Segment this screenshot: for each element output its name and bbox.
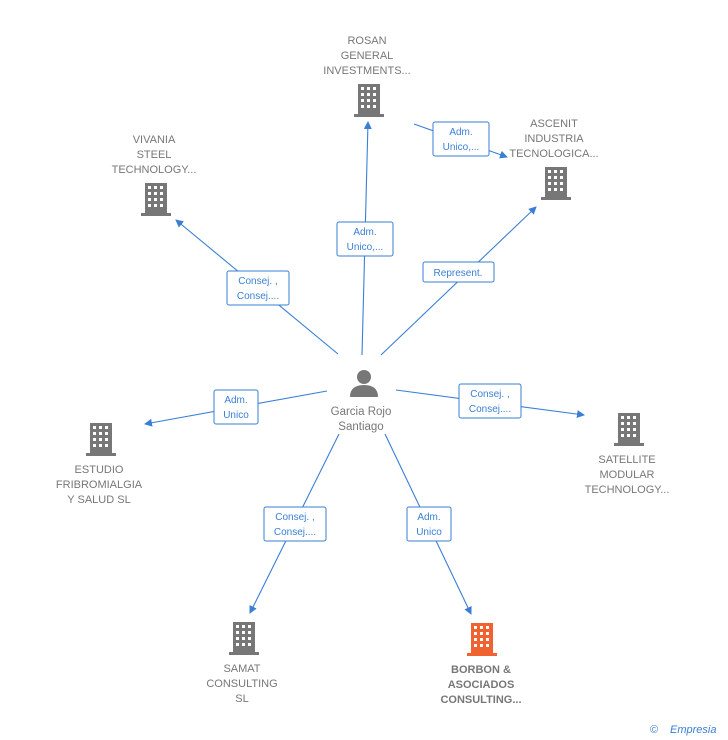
company-name: TECHNOLOGY...: [585, 484, 670, 496]
building-icon: [354, 84, 384, 117]
relation-label-text: Represent.: [434, 268, 483, 279]
relation-label-text: Adm.: [417, 512, 440, 523]
company-name: INVESTMENTS...: [323, 65, 410, 77]
company-name: SATELLITE: [598, 454, 655, 466]
brand-logo: Empresia: [670, 724, 716, 736]
company-name: ROSAN: [347, 35, 386, 47]
company-node-ascenit[interactable]: ASCENIT INDUSTRIA TECNOLOGICA...: [509, 118, 599, 200]
company-name: CONSULTING: [206, 678, 277, 690]
building-icon: [541, 167, 571, 200]
company-name: STEEL: [137, 149, 172, 161]
building-icon: [614, 413, 644, 446]
relation-label-text: Unico,...: [347, 242, 384, 253]
relation-label-text: Consej....: [274, 527, 316, 538]
relation-label-text: Adm.: [353, 227, 376, 238]
relation-label-borbon[interactable]: Adm. Unico: [406, 506, 452, 542]
company-node-vivania[interactable]: VIVANIA STEEL TECHNOLOGY...: [112, 134, 197, 216]
company-name: MODULAR: [599, 469, 654, 481]
company-node-samat[interactable]: SAMAT CONSULTING SL: [206, 622, 278, 705]
company-name: SAMAT: [223, 663, 260, 675]
relation-label-vivania[interactable]: Consej. , Consej....: [226, 270, 290, 306]
building-icon: [141, 183, 171, 216]
company-name: VIVANIA: [133, 134, 176, 146]
building-icon: [229, 622, 259, 655]
relation-labels: Adm. Unico,... Adm. Unico,... Represent.…: [213, 121, 522, 542]
relation-label-text: Consej. ,: [470, 389, 509, 400]
building-icon: [86, 423, 116, 456]
relation-label-text: Unico: [223, 410, 249, 421]
company-name: ESTUDIO: [75, 464, 124, 476]
copyright-icon: ©: [650, 724, 658, 736]
company-name: GENERAL: [341, 50, 394, 62]
relation-label-rosan[interactable]: Adm. Unico,...: [336, 221, 394, 257]
company-name: Y SALUD SL: [67, 494, 130, 506]
relation-label-estudio[interactable]: Adm. Unico: [213, 389, 259, 425]
company-node-estudio[interactable]: ESTUDIO FRIBROMIALGIA Y SALUD SL: [56, 423, 143, 506]
relation-label-text: Consej....: [237, 291, 279, 302]
company-name: ASCENIT: [530, 118, 578, 130]
person-node[interactable]: Garcia Rojo Santiago: [331, 370, 392, 433]
company-name: INDUSTRIA: [524, 133, 584, 145]
relation-label-ascenit[interactable]: Represent.: [422, 261, 495, 283]
company-name: TECNOLOGICA...: [509, 148, 598, 160]
relation-label-text: Adm.: [224, 395, 247, 406]
company-name: CONSULTING...: [440, 694, 521, 706]
company-node-borbon[interactable]: BORBON & ASOCIADOS CONSULTING...: [440, 623, 522, 706]
company-name: BORBON &: [451, 664, 511, 676]
relation-label-text: Consej. ,: [275, 512, 314, 523]
company-name: SL: [235, 693, 248, 705]
company-node-rosan[interactable]: ROSAN GENERAL INVESTMENTS...: [323, 35, 411, 117]
edges: [144, 121, 585, 615]
relation-label-rosan-ascenit[interactable]: Adm. Unico,...: [432, 121, 490, 157]
person-icon: [350, 370, 378, 397]
relation-label-text: Unico: [416, 527, 442, 538]
company-node-satellite[interactable]: SATELLITE MODULAR TECHNOLOGY...: [585, 413, 670, 496]
relation-label-text: Unico,...: [443, 142, 480, 153]
company-name: TECHNOLOGY...: [112, 164, 197, 176]
company-name: ASOCIADOS: [448, 679, 515, 691]
person-name: Garcia Rojo: [331, 406, 392, 418]
person-name: Santiago: [338, 421, 383, 433]
relation-label-satellite[interactable]: Consej. , Consej....: [458, 383, 522, 419]
relation-label-text: Consej. ,: [238, 276, 277, 287]
relation-label-text: Consej....: [469, 404, 511, 415]
footer-brand: © Empresia: [650, 724, 716, 736]
building-icon: [467, 623, 497, 656]
relation-label-samat[interactable]: Consej. , Consej....: [263, 506, 327, 542]
relation-label-text: Adm.: [449, 127, 472, 138]
company-name: FRIBROMIALGIA: [56, 479, 143, 491]
